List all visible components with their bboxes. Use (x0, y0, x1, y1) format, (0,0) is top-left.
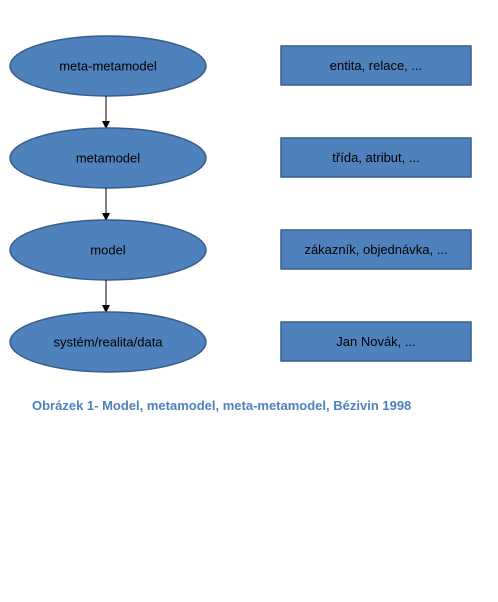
ellipse-meta-metamodel (9, 35, 207, 97)
box-system-reality-data-examples (280, 321, 472, 362)
box-model-examples-label: zákazník, objednávka, ... (304, 242, 447, 257)
ellipse-model (9, 219, 207, 281)
ellipse-meta-metamodel-label: meta-metamodel (59, 59, 157, 74)
box-system-reality-data-examples-label: Jan Novák, ... (336, 334, 415, 349)
ellipse-metamodel-label: metamodel (76, 151, 140, 166)
ellipse-metamodel (9, 127, 207, 189)
ellipse-system-reality-data (9, 311, 207, 373)
box-metamodel-examples (280, 137, 472, 178)
box-meta-metamodel-examples (280, 45, 472, 86)
box-model-examples (280, 229, 472, 270)
box-metamodel-examples-label: třída, atribut, ... (332, 150, 419, 165)
box-meta-metamodel-examples-label: entita, relace, ... (330, 58, 423, 73)
figure-caption: Obrázek 1- Model, metamodel, meta-metamo… (32, 398, 412, 413)
ellipse-model-label: model (90, 243, 126, 258)
ellipse-system-reality-data-label: systém/realita/data (53, 335, 163, 350)
